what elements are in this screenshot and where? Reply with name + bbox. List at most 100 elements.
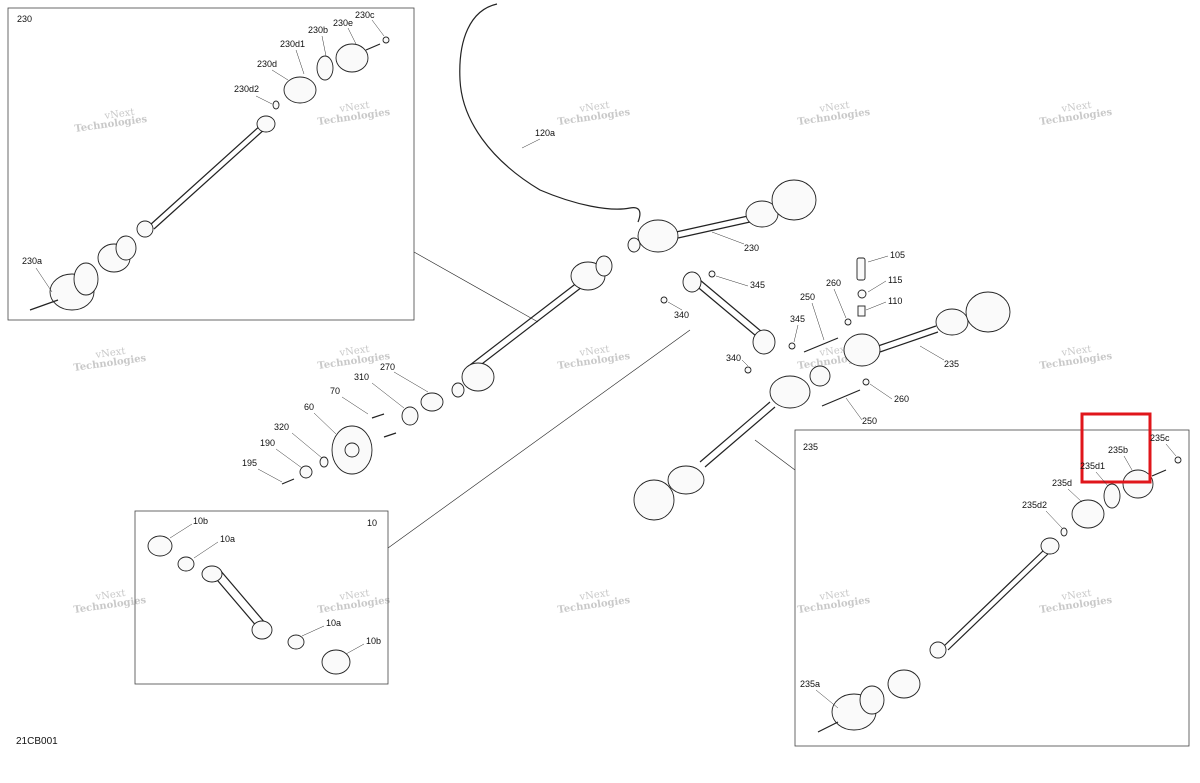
label-340-lower: 340: [726, 353, 741, 363]
svg-text:vNext: vNext: [578, 588, 610, 603]
circlip: [382, 36, 390, 44]
label-110: 110: [888, 296, 902, 306]
highlight-box: [1080, 412, 1152, 484]
circlip-235c: [1174, 456, 1182, 464]
svg-text:vNext: vNext: [338, 344, 370, 359]
label-10b-upper: 10b: [193, 516, 208, 526]
svg-text:vNext: vNext: [578, 344, 610, 359]
label-260-lower: 260: [894, 394, 909, 404]
label-345-upper: 345: [750, 280, 765, 290]
label-230d1: 230d1: [280, 39, 305, 49]
nut-260-lower: [862, 378, 870, 386]
wheel-hub-upper: [771, 179, 817, 221]
label-10b-lower: 10b: [366, 636, 381, 646]
main-exploded-view: 120a 230 270 310 70 60: [242, 3, 1011, 521]
clamp-235d2: [1060, 527, 1068, 537]
label-230c: 230c: [355, 10, 375, 20]
nut-190: [299, 465, 313, 479]
label-230d2: 230d2: [234, 84, 259, 94]
label-250-lower: 250: [862, 416, 877, 426]
label-120a: 120a: [535, 128, 555, 138]
breather-105: [856, 257, 866, 281]
bolt-250-upper: [803, 337, 839, 353]
inset-10: 10 10b 10a 10a 10b: [134, 510, 389, 685]
boot-235d: [1071, 499, 1105, 529]
label-270: 270: [380, 362, 395, 372]
label-115: 115: [888, 275, 902, 285]
label-230d: 230d: [257, 59, 277, 69]
label-310: 310: [354, 372, 369, 382]
cotter-pin-195: [281, 478, 295, 485]
label-235b: 235b: [1108, 445, 1128, 455]
inset-235-title: 235: [803, 442, 818, 452]
label-105: 105: [890, 250, 905, 260]
seal-310: [401, 406, 419, 426]
label-60: 60: [304, 402, 314, 412]
label-195: 195: [242, 458, 257, 468]
label-320: 320: [274, 422, 289, 432]
label-235d1: 235d1: [1080, 461, 1105, 471]
label-230a: 230a: [22, 256, 42, 266]
ring-235d1: [1103, 483, 1121, 509]
label-235d: 235d: [1052, 478, 1072, 488]
svg-text:vNext: vNext: [1060, 588, 1092, 603]
svg-text:vNext: vNext: [338, 588, 370, 603]
label-10a-upper: 10a: [220, 534, 235, 544]
u-joint-cross-10a-upper: [177, 556, 195, 572]
u-joint-yoke-upper: [682, 271, 702, 293]
inset-10-title: 10: [367, 518, 377, 528]
svg-text:vNext: vNext: [818, 100, 850, 115]
svg-text:vNext: vNext: [94, 588, 126, 603]
svg-text:vNext: vNext: [818, 344, 850, 359]
bearing-235b: [1122, 469, 1154, 499]
inset-230: 230 230c 230e 230b 230d1 230d 230d2 230a: [7, 7, 415, 321]
inset-235-frame: [794, 429, 1190, 747]
svg-text:vNext: vNext: [1060, 100, 1092, 115]
label-10a-lower: 10a: [326, 618, 341, 628]
label-190: 190: [260, 438, 275, 448]
clamp-ring: [73, 262, 99, 296]
diagram-code: 21CB001: [16, 736, 58, 747]
cv-boot-outer: [283, 76, 317, 104]
inset-230-title: 230: [17, 14, 32, 24]
label-235d2: 235d2: [1022, 500, 1047, 510]
cv-joint-upper: [637, 219, 679, 253]
cv-bearing: [335, 43, 369, 73]
washer-320: [319, 456, 329, 468]
svg-text:vNext: vNext: [94, 346, 126, 361]
yoke-10b-lower: [321, 649, 351, 675]
u-joint-cross-10a-lower: [287, 634, 305, 650]
label-235a: 235a: [800, 679, 820, 689]
axle-shaft: [149, 123, 263, 226]
label-235c: 235c: [1150, 433, 1170, 443]
svg-text:vNext: vNext: [103, 107, 135, 122]
cv-joint-235: [843, 333, 881, 367]
callout-connectors: [387, 251, 796, 549]
nut-260-upper: [844, 318, 852, 326]
inset-235: 235 235c 235b 235d1 235d 235d2 235a: [794, 412, 1190, 747]
label-230e: 230e: [333, 18, 353, 28]
label-340-upper: 340: [674, 310, 689, 320]
label-235: 235: [944, 359, 959, 369]
wheel-hub-lower: [633, 479, 675, 521]
inset-10-frame: [134, 510, 389, 685]
svg-text:vNext: vNext: [578, 100, 610, 115]
clamp-115: [857, 289, 867, 299]
inset-230-frame: [7, 7, 415, 321]
wheel-hub-235: [965, 291, 1011, 333]
bearing-270: [420, 392, 444, 412]
